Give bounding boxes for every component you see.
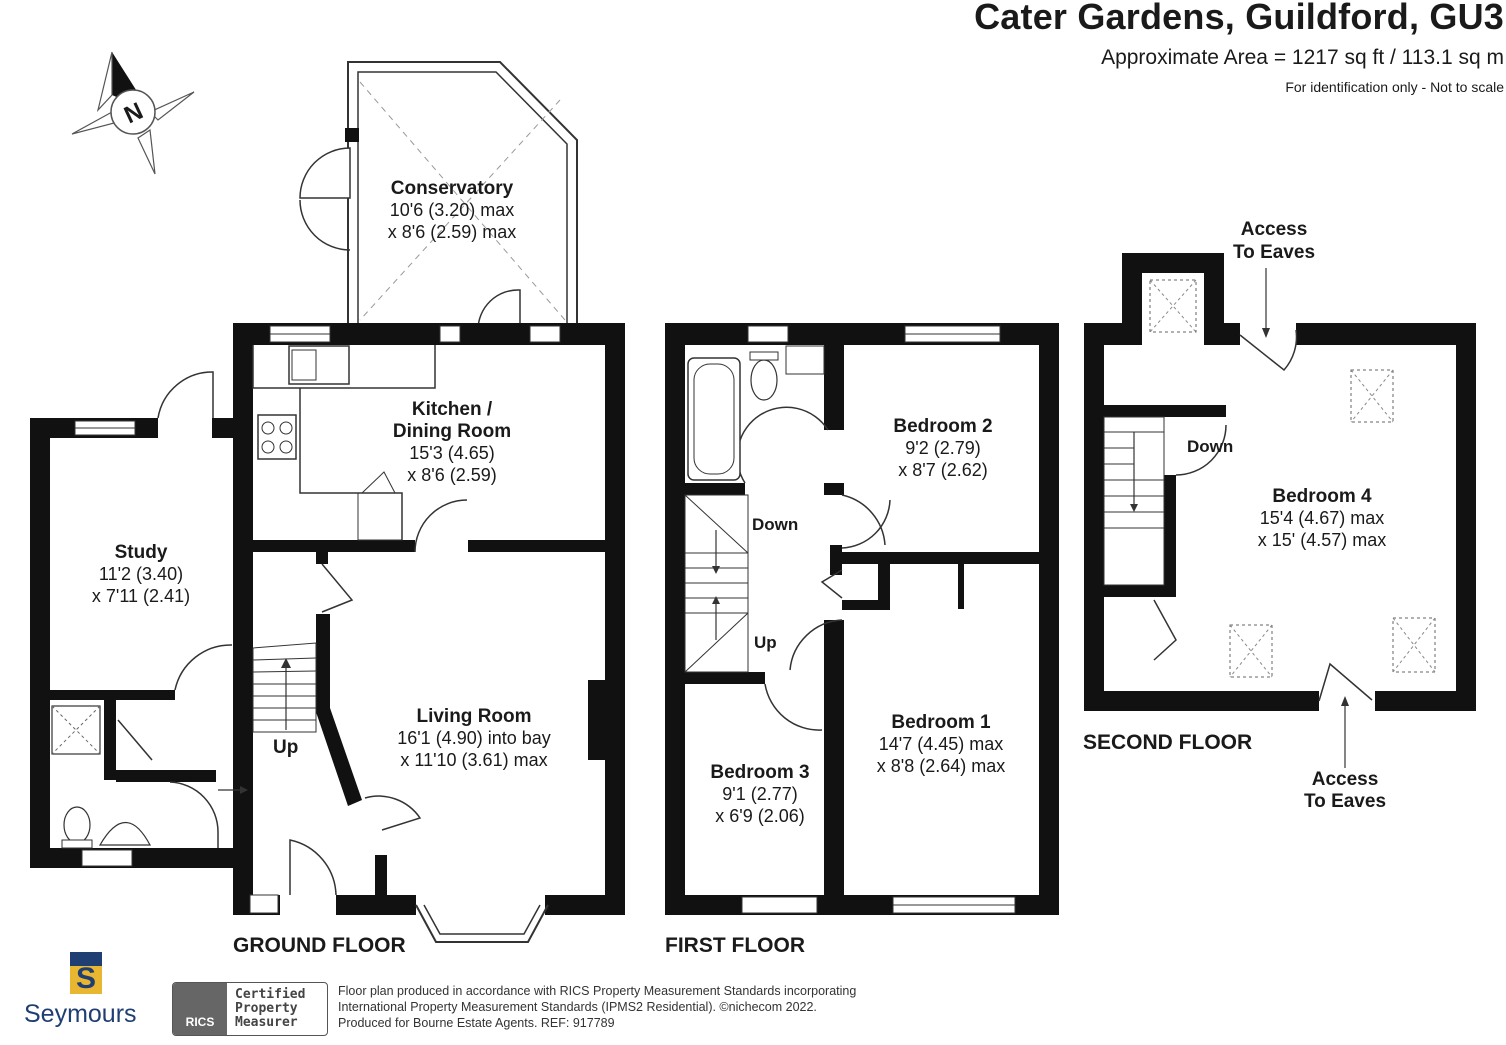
conservatory-name: Conservatory bbox=[391, 178, 514, 199]
living-dim2: x 11'10 (3.61) max bbox=[400, 750, 547, 770]
second-stairs-down-label: Down bbox=[1187, 437, 1233, 456]
study-dim1: 11'2 (3.40) bbox=[99, 564, 183, 584]
bedroom1-dim2: x 8'8 (2.64) max bbox=[877, 756, 1006, 776]
eaves-top-line1: Access bbox=[1241, 219, 1308, 240]
ground-stairs-up-label: Up bbox=[273, 737, 298, 758]
bedroom2-name: Bedroom 2 bbox=[893, 416, 992, 437]
kitchen-dim1: 15'3 (4.65) bbox=[409, 443, 495, 463]
approximate-area: Approximate Area = 1217 sq ft / 113.1 sq… bbox=[1101, 46, 1504, 69]
kitchen-name-1: Kitchen / bbox=[412, 399, 493, 420]
rics-certified-badge: RICS Certified Property Measurer bbox=[172, 982, 328, 1036]
footer-line-1: Floor plan produced in accordance with R… bbox=[338, 984, 857, 998]
compass-icon: N bbox=[71, 51, 195, 175]
second-stairs bbox=[1103, 416, 1165, 586]
rics-line-1: Certified bbox=[235, 987, 306, 1002]
bedroom1-dim1: 14'7 (4.45) max bbox=[879, 734, 1004, 754]
footer-disclaimer: Floor plan produced in accordance with R… bbox=[338, 983, 856, 1031]
study-name: Study bbox=[115, 542, 168, 563]
bedroom3-dim1: 9'1 (2.77) bbox=[722, 784, 797, 804]
bedroom2-dim2: x 8'7 (2.62) bbox=[898, 460, 987, 480]
second-floor-plan bbox=[1084, 253, 1476, 768]
first-stairs-down-label: Down bbox=[752, 515, 798, 534]
eaves-bottom-line1: Access bbox=[1312, 769, 1379, 790]
bedroom3-dim2: x 6'9 (2.06) bbox=[715, 806, 804, 826]
eaves-top-line2: To Eaves bbox=[1233, 242, 1315, 263]
conservatory-dim1: 10'6 (3.20) max bbox=[390, 200, 515, 220]
first-stairs-up-label: Up bbox=[754, 633, 777, 652]
conservatory-dim2: x 8'6 (2.59) max bbox=[388, 222, 517, 242]
seymours-brand-name: Seymours bbox=[24, 1000, 137, 1028]
seymours-logo-letter: S bbox=[76, 962, 96, 995]
first-stairs bbox=[684, 494, 749, 673]
bedroom3-name: Bedroom 3 bbox=[710, 762, 809, 783]
living-name: Living Room bbox=[416, 706, 531, 727]
ground-stairs bbox=[252, 642, 317, 733]
seymours-logo-icon: S bbox=[70, 952, 102, 995]
footer-line-2: International Property Measurement Stand… bbox=[338, 1000, 817, 1014]
kitchen-dim2: x 8'6 (2.59) bbox=[407, 465, 496, 485]
disclaimer-note: For identification only - Not to scale bbox=[1285, 79, 1504, 95]
first-floor-plan bbox=[665, 323, 1059, 915]
bedroom4-name: Bedroom 4 bbox=[1272, 486, 1372, 507]
ground-floor-plan bbox=[30, 61, 625, 943]
ground-floor-label: GROUND FLOOR bbox=[233, 934, 406, 957]
rics-line-2: Property bbox=[235, 1001, 298, 1016]
footer-line-3: Produced for Bourne Estate Agents. REF: … bbox=[338, 1016, 615, 1030]
study-dim2: x 7'11 (2.41) bbox=[92, 586, 190, 606]
rics-line-3: Measurer bbox=[235, 1015, 298, 1030]
second-floor-label: SECOND FLOOR bbox=[1083, 731, 1252, 754]
bedroom4-dim1: 15'4 (4.67) max bbox=[1260, 508, 1385, 528]
first-floor-label: FIRST FLOOR bbox=[665, 934, 805, 957]
bedroom2-dim1: 9'2 (2.79) bbox=[905, 438, 980, 458]
living-dim1: 16'1 (4.90) into bay bbox=[397, 728, 551, 748]
rics-badge-text: RICS bbox=[185, 1015, 215, 1029]
eaves-bottom-line2: To Eaves bbox=[1304, 791, 1386, 812]
bedroom4-dim2: x 15' (4.57) max bbox=[1258, 530, 1387, 550]
bedroom1-name: Bedroom 1 bbox=[891, 712, 991, 733]
kitchen-name-2: Dining Room bbox=[393, 421, 511, 442]
page-title: Cater Gardens, Guildford, GU3 bbox=[974, 0, 1504, 37]
rics-logo-icon: RICS bbox=[173, 983, 227, 1035]
